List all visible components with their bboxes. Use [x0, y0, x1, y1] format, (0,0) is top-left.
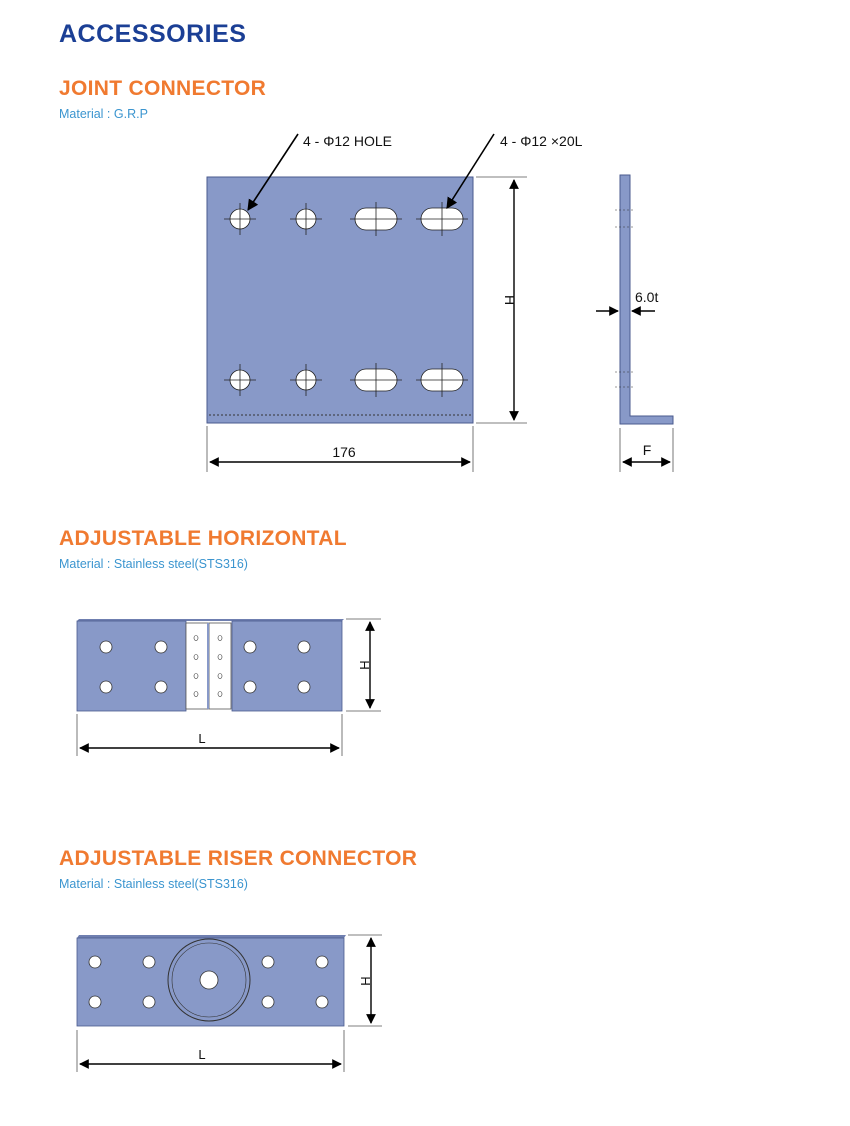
height-label-1: H	[502, 295, 518, 305]
length-label-2: L	[198, 731, 205, 746]
page-title: ACCESSORIES	[59, 20, 247, 48]
height-label-2: H	[357, 660, 372, 669]
slot-holes	[350, 202, 468, 397]
adjustable-horizontal-drawing: H L	[76, 618, 381, 756]
riser-connector-title: ADJUSTABLE RISER CONNECTOR	[59, 847, 418, 870]
adjustable-horizontal-material: Material : Stainless steel(STS316)	[59, 557, 248, 571]
hole-callout: 4 - Φ12 HOLE	[303, 133, 392, 149]
slot-callout: 4 - Φ12 ×20L	[500, 133, 583, 149]
width-label: 176	[332, 444, 356, 460]
riser-connector-material: Material : Stainless steel(STS316)	[59, 877, 248, 891]
flange-label: F	[643, 442, 652, 458]
adjustable-horizontal-title: ADJUSTABLE HORIZONTAL	[59, 527, 347, 550]
height-label-3: H	[358, 976, 373, 985]
round-holes	[224, 203, 322, 396]
joint-connector-title: JOINT CONNECTOR	[59, 77, 267, 100]
length-label-3: L	[198, 1047, 205, 1062]
riser-connector-drawing: H L	[76, 934, 382, 1072]
side-profile	[619, 174, 674, 425]
thickness-label: 6.0t	[635, 289, 658, 305]
joint-connector-material: Material : G.R.P	[59, 107, 148, 121]
